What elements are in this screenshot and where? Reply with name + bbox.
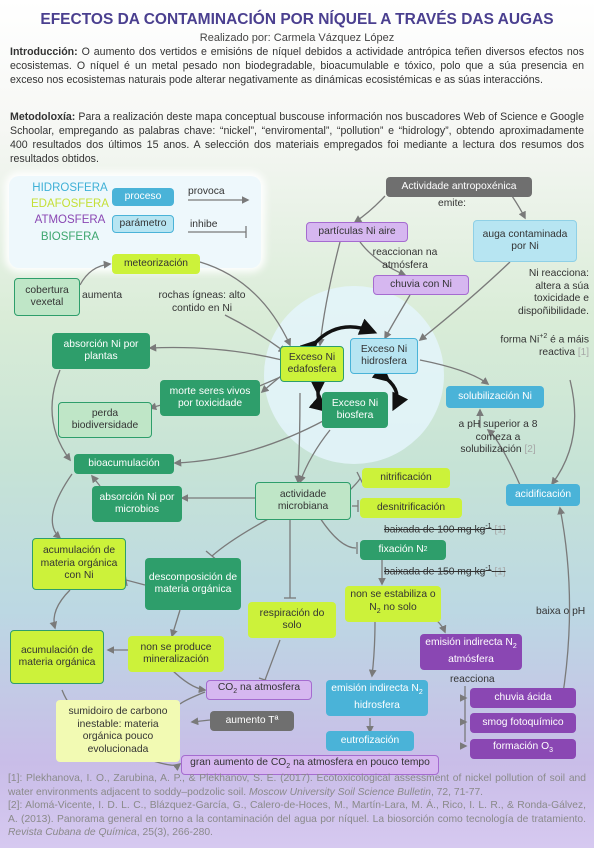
reference-2: [2]: Alomá-Vicente, I. D. L. C., Blázque… (8, 800, 586, 838)
legend-proceso: proceso (112, 188, 174, 206)
node-actividade-antropoxenica: Actividade antropoxénica (386, 177, 532, 197)
node-co2-atmosfera: CO2 na atmosfera (206, 680, 312, 700)
methodology: Metodoloxía: Para a realización deste ma… (10, 111, 584, 165)
node-auga-contaminada: auga contaminada por Ni (473, 220, 577, 262)
node-acidificacion: acidificación (506, 484, 580, 506)
node-desnitrificacion: desnitrificación (360, 498, 462, 518)
page-title: EFECTOS DA CONTAMINACIÓN POR NÍQUEL A TR… (40, 11, 554, 28)
node-gran-aumento-co2: gran aumento de CO2 na atmosfera en pouc… (181, 755, 439, 775)
node-emision-n2-hidrosfera: emisión indirecta N2 hidrosfera (326, 680, 428, 716)
label-baixada-150: baixada de 150 mg kg-1 [1] (384, 565, 506, 578)
node-solubilizacion-ni: solubilización Ni (446, 386, 544, 408)
legend-hidrosfera: HIDROSFERA (32, 182, 108, 194)
node-particulas-ni-aire: partículas Ni aire (306, 222, 408, 242)
node-non-estabiliza: non se estabiliza o N2 no solo (345, 586, 441, 622)
node-actividade-microbiana: actividade microbiana (255, 482, 351, 520)
node-aumento-temperatura: aumento Tª (210, 711, 294, 731)
node-descomposicion: descomposición de materia orgánica (145, 558, 241, 610)
legend-atmosfera: ATMOSFERA (34, 214, 106, 226)
node-smog-fotoquimico: smog fotoquímico (470, 713, 576, 733)
node-bioacumulacion: bioacumulación (74, 454, 174, 474)
legend-biosfera: BIOSFERA (40, 231, 100, 243)
node-nitrificacion: nitrificación (362, 468, 450, 488)
reference-1: [1]: Plekhanova, I. O., Zarubina, A. P.,… (8, 773, 586, 798)
node-morte-seres-vivos: morte seres vivos por toxicidade (160, 380, 260, 416)
introduction: Introducción: O aumento dos vertidos e e… (10, 46, 584, 86)
node-perda-biodiversidade: perda biodiversidade (58, 402, 152, 438)
node-meteorizacion: meteorización (112, 254, 200, 274)
label-reaccionan: reaccionan na atmósfera (372, 247, 438, 271)
references: [1]: Plekhanova, I. O., Zarubina, A. P.,… (8, 772, 586, 840)
node-emision-n2-atmosfera: emisión indirecta N2 atmósfera (420, 634, 522, 670)
label-baixada-100: baixada de 100 mg kg-1 [1] (384, 523, 506, 536)
node-formacion-o3: formación O3 (470, 739, 576, 759)
label-baixa-ph: baixa o pH (536, 606, 586, 617)
node-acumulacion-materia-organica: acumulación de materia orgánica (10, 630, 104, 684)
node-chuvia-acida: chuvia ácida (470, 688, 576, 708)
author: Realizado por: Carmela Vázquez López (199, 32, 395, 44)
node-exceso-hidrosfera: Exceso Ni hidrosfera (350, 338, 418, 374)
node-respiracion-solo: respiración do solo (248, 602, 336, 638)
node-chuvia-con-ni: chuvia con Ni (373, 275, 469, 295)
node-acumulacion-materia-organica-ni: acumulación de materia orgánica con Ni (32, 538, 126, 590)
label-aumenta: aumenta (82, 290, 123, 301)
legend-parametro: parámetro (112, 215, 174, 233)
node-absorcion-microbios: absorción Ni por microbios (92, 486, 182, 522)
label-forma-ni: forma Ni+2 é a máis reactiva [1] (500, 333, 589, 358)
node-cobertura-vexetal: cobertura vexetal (14, 278, 80, 316)
legend-inhibe: inhibe (190, 219, 218, 230)
node-absorcion-plantas: absorción Ni por plantas (52, 333, 150, 369)
node-exceso-edafosfera: Exceso Ni edafosfera (280, 346, 344, 382)
node-exceso-biosfera: Exceso Ni biosfera (322, 392, 388, 428)
label-ph-superior: a pH superior a 8 comeza a solubilizació… (458, 419, 538, 455)
node-non-mineralizacion: non se produce mineralización (128, 636, 224, 672)
legend-provoca: provoca (188, 186, 225, 197)
label-emite: emite: (438, 198, 467, 209)
label-rochas-igneas: rochas ígneas: alto contido en Ni (158, 290, 246, 314)
label-ni-reacciona: Ni reacciona: altera a súa toxicidade e … (518, 268, 589, 317)
legend-edafosfera: EDAFOSFERA (31, 198, 109, 210)
label-reacciona: reacciona (450, 674, 495, 685)
node-eutrofizacion: eutrofización (326, 731, 414, 751)
node-sumidoiro-carbono: sumidoiro de carbono inestable: materia … (56, 700, 180, 762)
